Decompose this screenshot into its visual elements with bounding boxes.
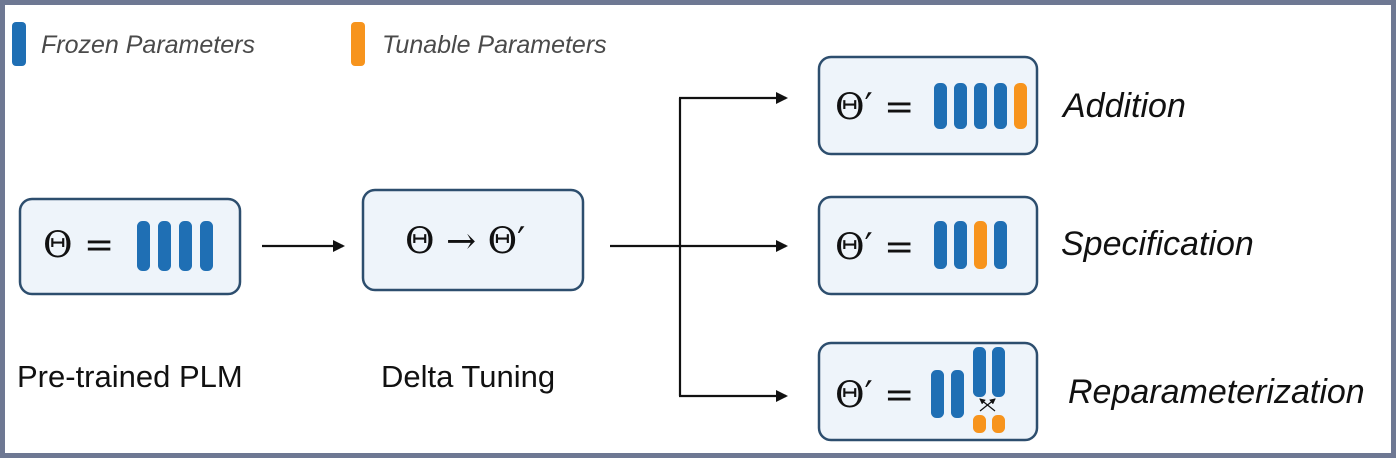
delta-caption: Delta Tuning — [381, 359, 555, 394]
pretrained-bar-2 — [158, 221, 171, 271]
pretrained-caption: Pre-trained PLM — [17, 359, 243, 394]
pretrained-bars — [137, 221, 213, 271]
addition-bar-1 — [934, 83, 947, 129]
specification-bar-1 — [934, 221, 947, 269]
specification-label: Specification — [1061, 225, 1254, 263]
reparameterization-upper-bar-1 — [973, 347, 986, 397]
delta-formula: Θ → Θ′ — [405, 221, 525, 262]
delta-node: Θ → Θ′ Delta Tuning — [361, 188, 585, 394]
addition-bar-4 — [994, 83, 1007, 129]
delta-box — [361, 188, 585, 292]
addition-bar-2 — [954, 83, 967, 129]
reparameterization-bar-1 — [931, 370, 944, 418]
method-reparameterization: Θ′ = Reparameterization — [817, 341, 1365, 442]
specification-bar-3 — [974, 221, 987, 269]
legend-tunable-swatch — [351, 22, 365, 66]
legend-tunable-label: Tunable Parameters — [382, 31, 607, 59]
reparameterization-lower-bar-2 — [992, 415, 1005, 433]
diagram-canvas: Frozen Parameters Tunable Parameters Θ =… — [5, 5, 1391, 453]
legend: Frozen Parameters Tunable Parameters — [12, 22, 607, 66]
method-specification: Θ′ = Specification — [817, 195, 1254, 296]
reparameterization-label: Reparameterization — [1068, 373, 1365, 411]
specification-bar-4 — [994, 221, 1007, 269]
legend-frozen-swatch — [12, 22, 26, 66]
pretrained-formula: Θ = — [43, 225, 114, 266]
addition-box — [817, 55, 1039, 156]
reparameterization-bar-2 — [951, 370, 964, 418]
reparameterization-cross-arrow-2 — [979, 398, 996, 412]
pretrained-bar-3 — [179, 221, 192, 271]
specification-formula: Θ′ = — [835, 227, 914, 268]
addition-bars — [934, 83, 1027, 129]
addition-label: Addition — [1061, 87, 1186, 125]
method-addition: Θ′ = Addition — [817, 55, 1186, 156]
addition-bar-3 — [974, 83, 987, 129]
branch-arrows — [610, 92, 788, 402]
addition-bar-5 — [1014, 83, 1027, 129]
legend-frozen-label: Frozen Parameters — [41, 31, 255, 59]
specification-bar-2 — [954, 221, 967, 269]
reparameterization-upper-bar-2 — [992, 347, 1005, 397]
specification-bars — [934, 221, 1007, 269]
diagram-svg: Frozen Parameters Tunable Parameters Θ =… — [12, 22, 1365, 442]
reparameterization-bars — [931, 347, 1005, 433]
reparameterization-formula: Θ′ = — [835, 375, 914, 416]
reparameterization-lower-bar-1 — [973, 415, 986, 433]
addition-formula: Θ′ = — [835, 87, 914, 128]
pretrained-bar-4 — [200, 221, 213, 271]
pretrained-node: Θ = Pre-trained PLM — [17, 197, 243, 394]
pretrained-bar-1 — [137, 221, 150, 271]
